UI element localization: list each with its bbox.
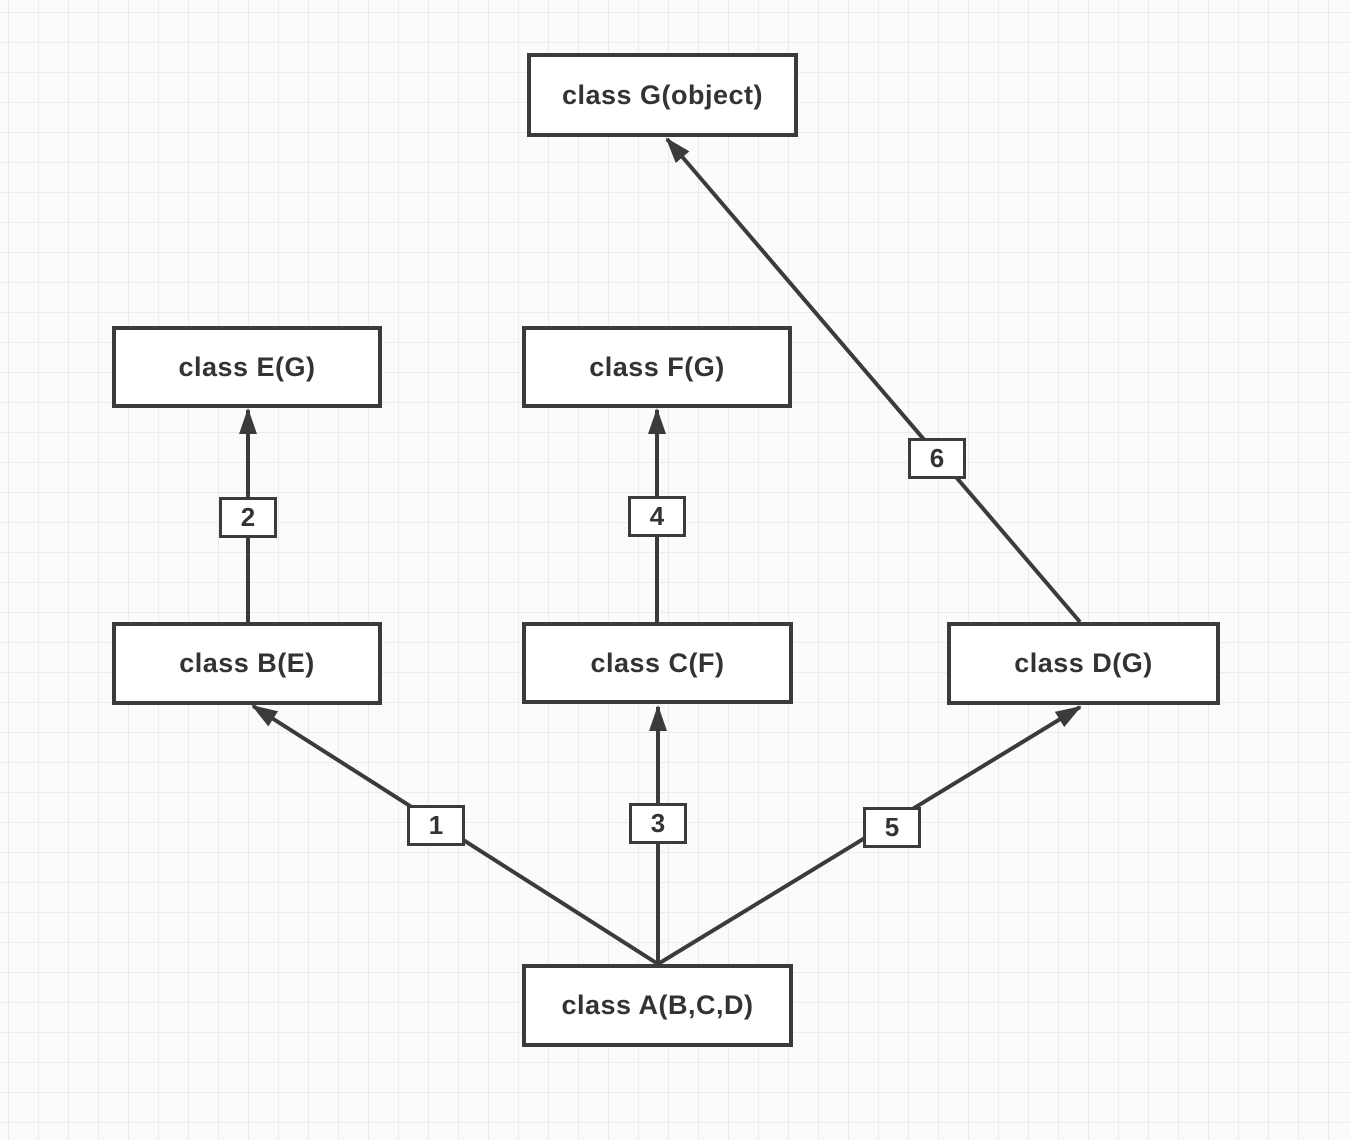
class-node-g-label: class G(object) [561, 79, 764, 110]
edge-order-label-2: 2 [219, 497, 277, 538]
class-node-c-label: class C(F) [590, 647, 725, 678]
class-node-g: class G(object) [527, 53, 798, 137]
class-node-e: class E(G) [112, 326, 382, 408]
class-node-a-label: class A(B,C,D) [561, 990, 754, 1020]
edge-order-label-5: 5 [863, 807, 921, 848]
class-node-f-label: class F(G) [589, 351, 725, 382]
class-node-d-label: class D(G) [1014, 648, 1153, 678]
edge-order-label-3-text: 3 [650, 808, 666, 838]
inheritance-arrow-d-to-g [665, 137, 1082, 624]
edge-order-label-4: 4 [628, 496, 686, 537]
edge-order-label-5-text: 5 [884, 812, 900, 842]
class-node-a: class A(B,C,D) [522, 964, 793, 1047]
edge-order-label-2-text: 2 [240, 502, 256, 532]
class-node-d: class D(G) [947, 622, 1220, 705]
class-node-e-label: class E(G) [178, 351, 316, 382]
edge-order-label-3: 3 [629, 803, 687, 844]
class-node-c: class C(F) [522, 622, 793, 704]
edge-order-label-1-text: 1 [428, 810, 444, 840]
edge-order-label-1: 1 [407, 805, 465, 846]
edge-order-label-6-text: 6 [929, 443, 945, 473]
class-node-b-label: class B(E) [179, 648, 315, 678]
class-node-f: class F(G) [522, 326, 792, 408]
edge-order-label-6: 6 [908, 438, 966, 479]
edge-order-label-4-text: 4 [649, 501, 665, 531]
class-node-b: class B(E) [112, 622, 382, 705]
